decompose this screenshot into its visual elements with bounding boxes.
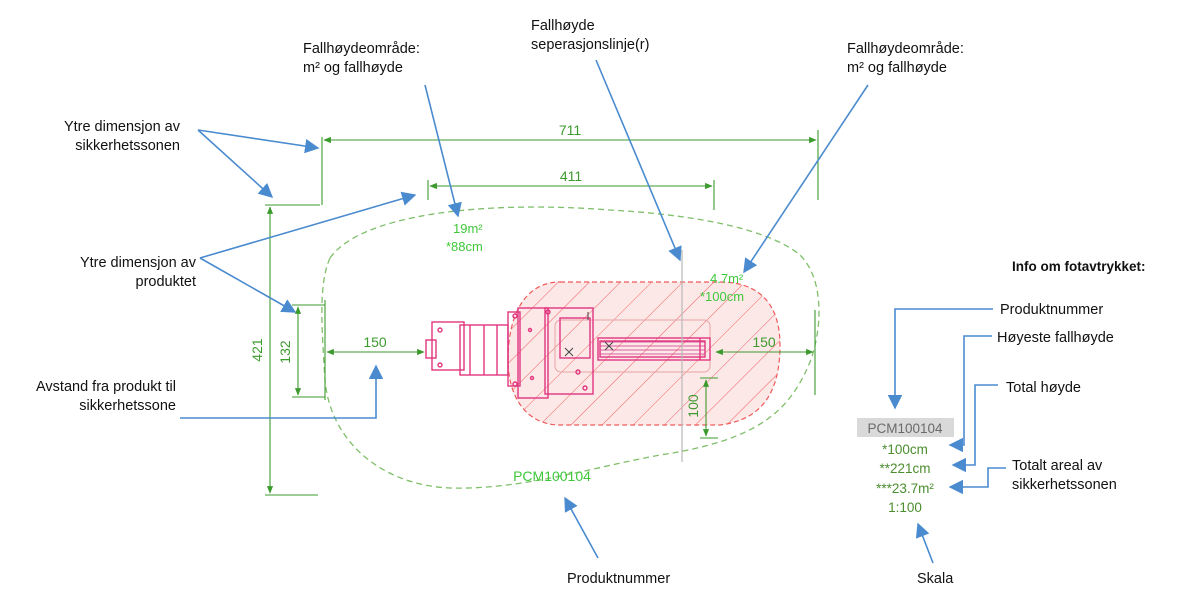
- label-produktnummer-bottom: Produktnummer: [567, 571, 671, 587]
- info-label-total-hoyde: Total høyde: [1006, 380, 1081, 396]
- label-ytre-produkt: Ytre dimensjon av produktet: [20, 254, 196, 292]
- info-label-hoyeste: Høyeste fallhøyde: [997, 330, 1114, 346]
- info-label-areal: Totalt areal av sikkerhetssonen: [1012, 457, 1117, 495]
- info-total-height: **221cm: [879, 461, 930, 476]
- label-ytre-sone-line1: Ytre dimensjon av: [63, 119, 180, 135]
- zone-left-area: 19m²: [453, 221, 483, 236]
- label-fo-right-line1: Fallhøydeområde:: [847, 41, 964, 57]
- label-avstand: Avstand fra produkt til sikkerhetssone: [0, 378, 176, 416]
- info-title: Info om fotavtrykket:: [1012, 259, 1146, 274]
- callout-arrows: [180, 59, 1006, 564]
- dimension-lines: [265, 130, 819, 496]
- info-product-highlight: [857, 418, 954, 437]
- label-ytre-sone: Ytre dimensjon av sikkerhetssonen: [20, 118, 180, 156]
- zone-right-area: 4.7m²: [710, 271, 744, 286]
- label-fo-left-line2: m² og fallhøyde: [303, 60, 403, 76]
- label-avstand-line1: Avstand fra produkt til: [36, 379, 176, 395]
- safety-zone-outline: [321, 206, 820, 489]
- label-avstand-line2: sikkerhetssone: [79, 398, 176, 414]
- dim-left-outer: 421: [249, 338, 265, 362]
- label-separasjon: Fallhøyde seperasjonslinje(r): [531, 17, 649, 55]
- drawing-product-code: PCM100104: [513, 468, 591, 484]
- product-outline: [425, 307, 711, 399]
- label-separasjon-line1: Fallhøyde: [531, 18, 595, 34]
- dim-top-inner: 411: [560, 168, 583, 184]
- label-skala: Skala: [917, 571, 954, 587]
- dim-right-gap: 150: [752, 334, 776, 350]
- dim-top-outer: 711: [559, 122, 582, 138]
- label-ytre-produkt-line1: Ytre dimensjon av: [79, 255, 196, 271]
- info-label-areal-line1: Totalt areal av: [1012, 458, 1103, 474]
- label-fallhoyde-omrade-right: Fallhøydeområde: m² og fallhøyde: [847, 40, 964, 78]
- label-separasjon-line2: seperasjonslinje(r): [531, 37, 650, 53]
- dim-left-inner: 132: [277, 340, 293, 364]
- info-label-produktnummer: Produktnummer: [1000, 302, 1104, 318]
- zone-left-height: *88cm: [446, 239, 483, 254]
- info-scale: 1:100: [888, 500, 922, 515]
- label-fo-left-line1: Fallhøydeområde:: [303, 41, 420, 57]
- info-fall-height: *100cm: [882, 442, 928, 457]
- info-area: ***23.7m²: [876, 481, 934, 496]
- dim-bottom-right: 100: [685, 394, 701, 418]
- zone-right-height: *100cm: [700, 289, 744, 304]
- label-ytre-sone-line2: sikkerhetssonen: [75, 138, 180, 154]
- label-fo-right-line2: m² og fallhøyde: [847, 60, 947, 76]
- label-ytre-produkt-line2: produktet: [135, 274, 196, 290]
- dim-left-gap: 150: [363, 334, 387, 350]
- info-label-areal-line2: sikkerhetssonen: [1012, 477, 1117, 493]
- label-fallhoyde-omrade-left: Fallhøydeområde: m² og fallhøyde: [303, 40, 420, 78]
- info-product-code: PCM100104: [867, 421, 943, 436]
